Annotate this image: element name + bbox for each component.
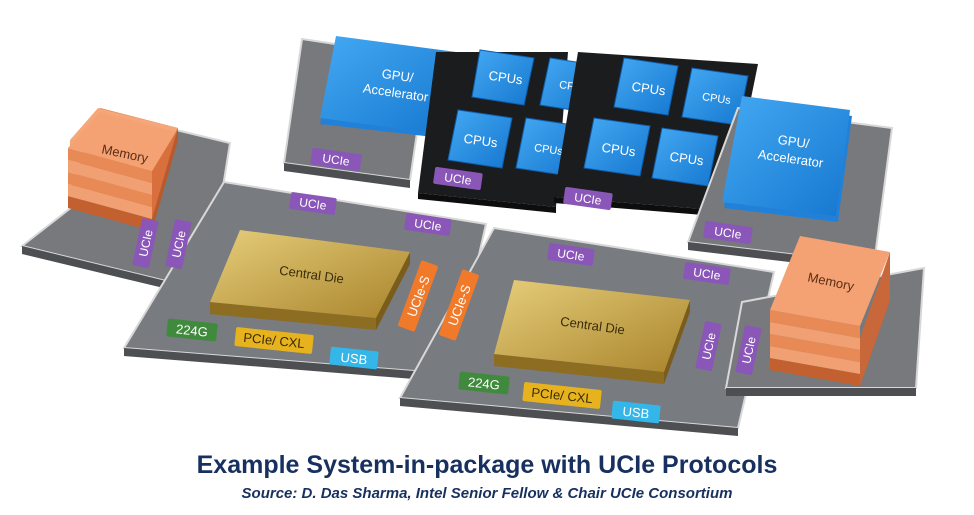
svg-text:UCIe: UCIe <box>692 265 721 283</box>
left-224g-block: 224G <box>166 318 218 342</box>
left-central-die <box>210 230 410 318</box>
right-memory-ucie-vertical: UCIe <box>735 325 762 375</box>
svg-text:UCIe: UCIe <box>739 335 758 365</box>
top-gpu-label-1: GPU/ <box>381 66 415 85</box>
svg-text:PCIe/ CXL: PCIe/ CXL <box>243 330 306 351</box>
svg-text:UCIe: UCIe <box>136 228 155 258</box>
left-pcie-cxl-block: PCIe/ CXL <box>234 327 314 354</box>
svg-text:UCIe: UCIe <box>298 195 327 213</box>
svg-text:CPUs: CPUs <box>631 79 667 99</box>
svg-text:USB: USB <box>622 404 650 422</box>
svg-text:CPUs: CPUs <box>533 142 564 158</box>
svg-text:224G: 224G <box>175 321 208 339</box>
right-gpu-die <box>722 96 850 216</box>
right-gpu-label-1: GPU/ <box>777 132 811 151</box>
left-memory-stack: Memory <box>68 108 178 231</box>
system-in-package-diagram: Memory UCIe GPU/ Accelerator UCIe CPUs C… <box>19 36 926 436</box>
top-gpu-module: GPU/ Accelerator UCIe <box>282 36 458 188</box>
cpu-module-2-ucie: UCIe <box>563 186 613 210</box>
svg-text:UCIe: UCIe <box>169 229 188 259</box>
right-gpu-ucie: UCIe <box>703 220 753 244</box>
top-gpu-die <box>320 36 456 134</box>
left-central-side-ucie: UCIe <box>165 219 192 269</box>
right-pcie-cxl-block: PCIe/ CXL <box>522 382 602 409</box>
cpu-module-2: CPUs CPUs CPUs CPUs UCIe <box>554 52 758 217</box>
top-gpu-ucie: UCIe <box>310 147 362 172</box>
cpu-die-1a: CPUs <box>471 49 535 106</box>
left-central-right-ucie: UCIe <box>404 213 452 236</box>
svg-text:CPUs: CPUs <box>701 91 732 107</box>
left-central-substrate: UCIe UCIe UCIe Central Die UCIe-S 224G P… <box>122 180 488 382</box>
svg-text:UCIe: UCIe <box>413 216 442 234</box>
svg-text:USB: USB <box>340 350 368 368</box>
left-memory-ucie-vertical: UCIe <box>132 218 159 268</box>
caption-title: Example System-in-package with UCIe Prot… <box>196 451 778 479</box>
svg-text:UCIe: UCIe <box>321 151 350 169</box>
svg-text:CPUs: CPUs <box>669 149 705 169</box>
right-memory-stack: Memory <box>770 236 890 386</box>
right-central-substrate: UCIe UCIe UCIe Central Die UCIe-S 224G P… <box>398 226 776 436</box>
right-central-die <box>494 280 690 372</box>
right-224g-block: 224G <box>458 371 510 395</box>
cpu-module-1: CPUs CPUs CPUs CPUs UCIe <box>418 49 603 213</box>
right-central-top-ucie: UCIe <box>547 243 595 266</box>
right-usb-block: USB <box>611 400 661 424</box>
cpu-die-2a: CPUs <box>613 57 679 116</box>
svg-text:PCIe/ CXL: PCIe/ CXL <box>531 385 594 406</box>
svg-text:CPUs: CPUs <box>488 68 524 88</box>
cpu-die-1c: CPUs <box>447 109 513 169</box>
svg-text:UCIe: UCIe <box>713 224 742 242</box>
right-memory-module: UCIe Memory <box>724 236 926 396</box>
left-central-top-ucie: UCIe <box>289 192 337 215</box>
left-usb-block: USB <box>329 346 379 370</box>
svg-text:CPUs: CPUs <box>463 131 499 151</box>
cpu-die-2b: CPUs <box>681 67 749 126</box>
svg-text:UCIe: UCIe <box>699 331 718 361</box>
svg-text:UCIe: UCIe <box>573 190 602 208</box>
right-central-side-ucie: UCIe <box>695 321 722 371</box>
cpu-die-2c: CPUs <box>583 117 651 177</box>
cpu-module-1-ucie: UCIe <box>433 166 483 190</box>
caption-source: Source: D. Das Sharma, Intel Senior Fell… <box>241 485 733 502</box>
svg-text:224G: 224G <box>467 374 500 392</box>
cpu-die-2d: CPUs <box>651 127 719 187</box>
svg-text:UCIe: UCIe <box>443 170 472 188</box>
svg-text:UCIe: UCIe <box>556 246 585 264</box>
svg-text:CPUs: CPUs <box>601 140 637 160</box>
right-central-right-ucie: UCIe <box>683 262 731 285</box>
